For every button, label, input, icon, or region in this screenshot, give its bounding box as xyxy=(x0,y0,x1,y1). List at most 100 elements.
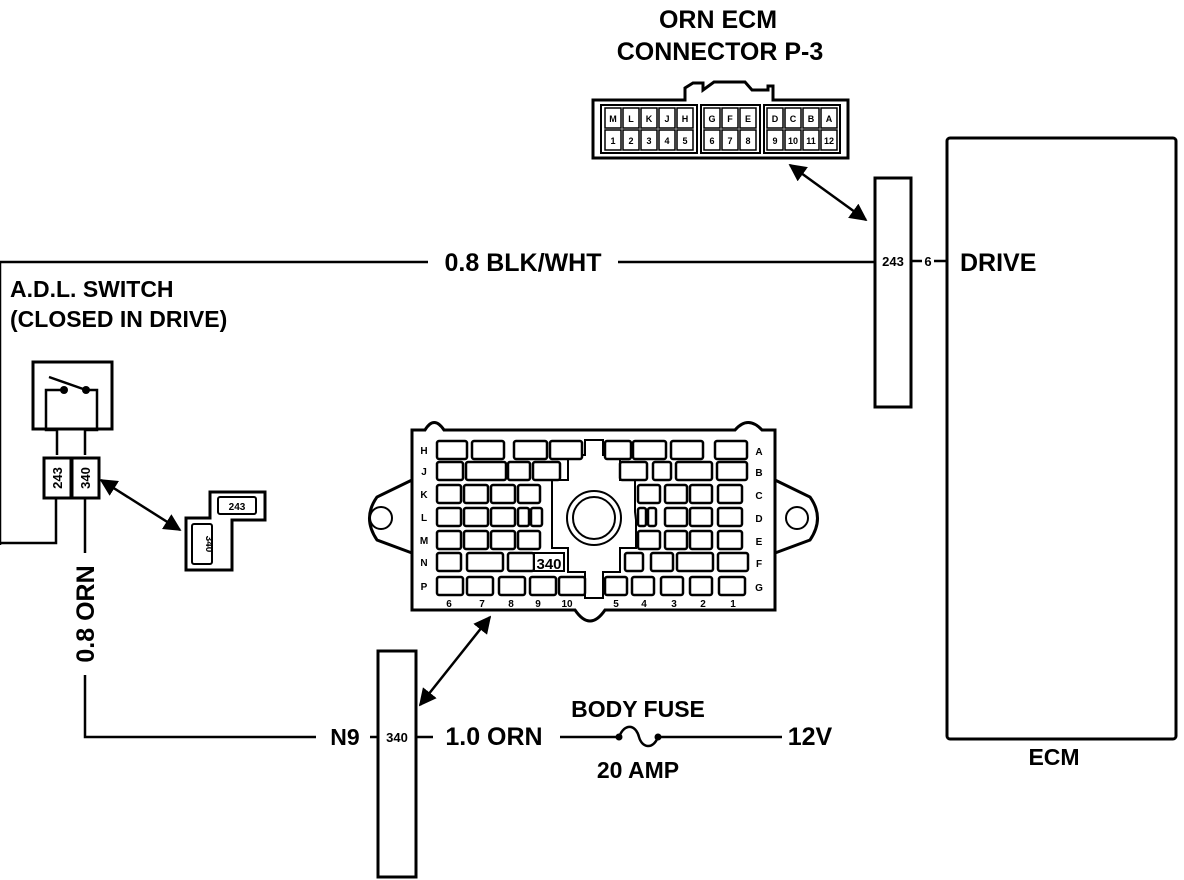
bulkhead-cavity xyxy=(516,529,542,551)
wire-orn-08-bottom xyxy=(83,675,316,739)
bulkhead-cavity xyxy=(631,439,668,461)
bulkhead-cavity xyxy=(470,439,506,461)
bulkhead-cavity xyxy=(651,460,673,482)
bulkhead-cavity xyxy=(462,483,490,505)
ecm-cavity-5 xyxy=(676,129,694,151)
ecm-cavity-10 xyxy=(784,129,802,151)
ecm-connector-p3: ORN ECM CONNECTOR P-3 M1L2K3J4H5G6F7E8D9… xyxy=(591,6,850,160)
bulkhead-row-label: N xyxy=(420,558,427,569)
bulkhead-col-label: 3 xyxy=(671,599,677,610)
ecm-cavity-label: 5 xyxy=(682,136,687,146)
switch-blade xyxy=(48,375,87,392)
bulkhead-row-label: B xyxy=(755,468,762,479)
ecm-cavity-6 xyxy=(703,129,721,151)
bulkhead-cavity xyxy=(717,575,747,597)
bulkhead-cavity xyxy=(663,529,689,551)
wire-label-blk-wht: 0.8 BLK/WHT xyxy=(445,249,602,277)
ecm-cavity-label: J xyxy=(664,114,669,124)
bulkhead-col-label: 8 xyxy=(508,599,514,610)
inset-pin-243 xyxy=(217,496,257,515)
bulkhead-cavity xyxy=(489,483,517,505)
ecm-cavity-11 xyxy=(802,129,820,151)
switch-pin-340 xyxy=(70,456,101,500)
bulkhead-col-label: 4 xyxy=(641,599,647,610)
bulkhead-row-label: M xyxy=(420,536,428,547)
wire-label-orn-10: 1.0 ORN xyxy=(445,723,542,751)
bulkhead-row-label: K xyxy=(420,490,428,501)
bulkhead-col-label: 5 xyxy=(613,599,619,610)
bulkhead-cavity xyxy=(715,460,749,482)
ecm-cavity-a xyxy=(820,107,838,129)
switch-pin-243-label: 243 xyxy=(50,467,65,489)
bulkhead-cavity xyxy=(663,483,689,505)
bulkhead-cavity xyxy=(649,551,675,573)
bulkhead-col-label: 9 xyxy=(535,599,541,610)
bulkhead-cavity-340-label: 340 xyxy=(536,556,561,573)
ecm-cavity-g xyxy=(703,107,721,129)
bulkhead-cavity xyxy=(646,506,658,528)
ecm-cavity-h xyxy=(676,107,694,129)
bulkhead-cavity xyxy=(623,551,645,573)
bulkhead-col-label: 1 xyxy=(730,599,736,610)
wire-243-switch xyxy=(0,498,58,545)
bulkhead-row-label: L xyxy=(421,513,427,524)
ecm-inline-connector xyxy=(873,176,913,409)
bulkhead-cavity xyxy=(603,575,629,597)
bulkhead-cavity xyxy=(716,529,744,551)
ecm-cavity-label: M xyxy=(609,114,617,124)
bulkhead-cavity xyxy=(462,506,490,528)
ecm-cavity-label: 4 xyxy=(664,136,669,146)
ecm-connector-title-2: CONNECTOR P-3 xyxy=(617,38,824,66)
ecm-cavity-1 xyxy=(604,129,622,151)
bulkhead-cavity-340 xyxy=(533,552,565,572)
bulkhead-cavity xyxy=(688,575,714,597)
connector-view-arrow-bulkhead xyxy=(418,615,492,707)
ecm-cavity-label: 7 xyxy=(727,136,732,146)
bulkhead-cavity xyxy=(435,460,465,482)
ecm-cavity-f xyxy=(721,107,739,129)
bulkhead-cavity xyxy=(489,529,517,551)
ecm-cavity-l xyxy=(622,107,640,129)
wire-blk-wht-left xyxy=(0,260,428,545)
ecm-cavity-7 xyxy=(721,129,739,151)
ecm-cavity-2 xyxy=(622,129,640,151)
ecm-cavity-j xyxy=(658,107,676,129)
ecm-cavity-label: A xyxy=(826,114,833,124)
bulkhead-row-label: G xyxy=(755,583,763,594)
bulkhead-cavity xyxy=(435,575,465,597)
ecm-cavity-label: 1 xyxy=(610,136,615,146)
ecm-cavity-label: 8 xyxy=(745,136,750,146)
bulkhead-cavity xyxy=(435,439,469,461)
bulkhead-cavity xyxy=(497,575,527,597)
bulkhead-cavity xyxy=(716,506,744,528)
bulkhead-center-bolt-inner xyxy=(572,496,616,540)
wire-label-orn-08: 0.8 ORN xyxy=(72,565,100,662)
ecm-pin-6: 6 xyxy=(924,254,931,269)
bulkhead-cavity xyxy=(688,483,714,505)
ecm-cavity-label: F xyxy=(727,114,733,124)
bulkhead-row-label: F xyxy=(756,559,762,570)
bulkhead-cavity xyxy=(516,483,542,505)
ecm-cavity-label: L xyxy=(628,114,634,124)
ecm-drive-label: DRIVE xyxy=(960,249,1036,277)
inset-pin-340 xyxy=(191,523,213,565)
bulkhead-col-label: 2 xyxy=(700,599,706,610)
fuse-source-12v: 12V xyxy=(788,723,833,751)
bulkhead-cavity xyxy=(465,551,505,573)
bulkhead-circuit-340: 340 xyxy=(386,730,408,745)
switch-lead-left xyxy=(44,388,64,455)
switch-contact-left xyxy=(60,386,68,394)
fuse-element xyxy=(617,725,660,748)
bulkhead-cavity xyxy=(516,506,531,528)
bulkhead-cavity xyxy=(716,483,744,505)
bulkhead-cavity xyxy=(435,483,463,505)
switch-title-2: (CLOSED IN DRIVE) xyxy=(10,306,227,332)
ecm-cavity-label: 12 xyxy=(824,136,834,146)
switch-pin-340-label: 340 xyxy=(78,467,93,489)
switch-pin-243 xyxy=(42,456,73,500)
ecm-cavity-label: B xyxy=(808,114,815,124)
bulkhead-cavity xyxy=(688,506,714,528)
